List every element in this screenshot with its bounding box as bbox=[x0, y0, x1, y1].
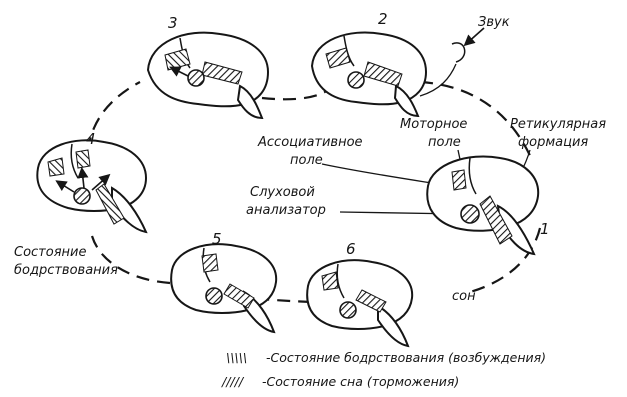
stage-number-2: 2 bbox=[378, 10, 388, 28]
legend-symbol-wakefulness: \\\\\ bbox=[226, 350, 247, 365]
sound-label: Звук bbox=[478, 15, 510, 30]
stage-number-4: 4 bbox=[86, 130, 96, 148]
stage-number-1: 1 bbox=[540, 220, 550, 238]
brain-stage-3 bbox=[148, 33, 268, 118]
motor-field-label-line2: поле bbox=[428, 135, 461, 150]
associative-field-label-line2: поле bbox=[290, 153, 323, 168]
stage-number-6: 6 bbox=[346, 240, 356, 258]
brain-stage-1 bbox=[427, 156, 538, 254]
brain-stage-6 bbox=[307, 260, 412, 346]
legend-symbol-sleep: ///// bbox=[221, 374, 245, 389]
legend-text-sleep: -Состояние сна (торможения) bbox=[262, 374, 459, 389]
stage-number-5: 5 bbox=[212, 230, 222, 248]
brain-stage-5 bbox=[171, 244, 276, 332]
brain-stage-2 bbox=[312, 32, 426, 116]
legend-text-wakefulness: -Состояние бодрствования (возбуждения) bbox=[266, 350, 546, 365]
auditory-analyzer-label-line1: Слуховой bbox=[250, 185, 315, 200]
wakefulness-label-line1: Состояние bbox=[14, 245, 86, 260]
stage-number-3: 3 bbox=[168, 14, 178, 32]
auditory-analyzer-label-line2: анализатор bbox=[246, 203, 326, 218]
legend: \\\\\ -Состояние бодрствования (возбужде… bbox=[221, 350, 546, 389]
associative-field-leader bbox=[322, 164, 438, 184]
sleep-label: сон bbox=[452, 289, 476, 304]
reticular-formation-label-line2: формация bbox=[518, 135, 588, 150]
sound-arrow bbox=[466, 28, 484, 44]
wakefulness-label-line2: бодрствования bbox=[14, 263, 118, 278]
associative-field-label-line1: Ассоциативное bbox=[257, 135, 363, 150]
motor-field-label-line1: Моторное bbox=[400, 117, 467, 132]
reticular-formation-label-line1: Ретикулярная bbox=[510, 117, 606, 132]
brain-stage-4 bbox=[37, 140, 146, 232]
ear-icon bbox=[452, 43, 465, 62]
